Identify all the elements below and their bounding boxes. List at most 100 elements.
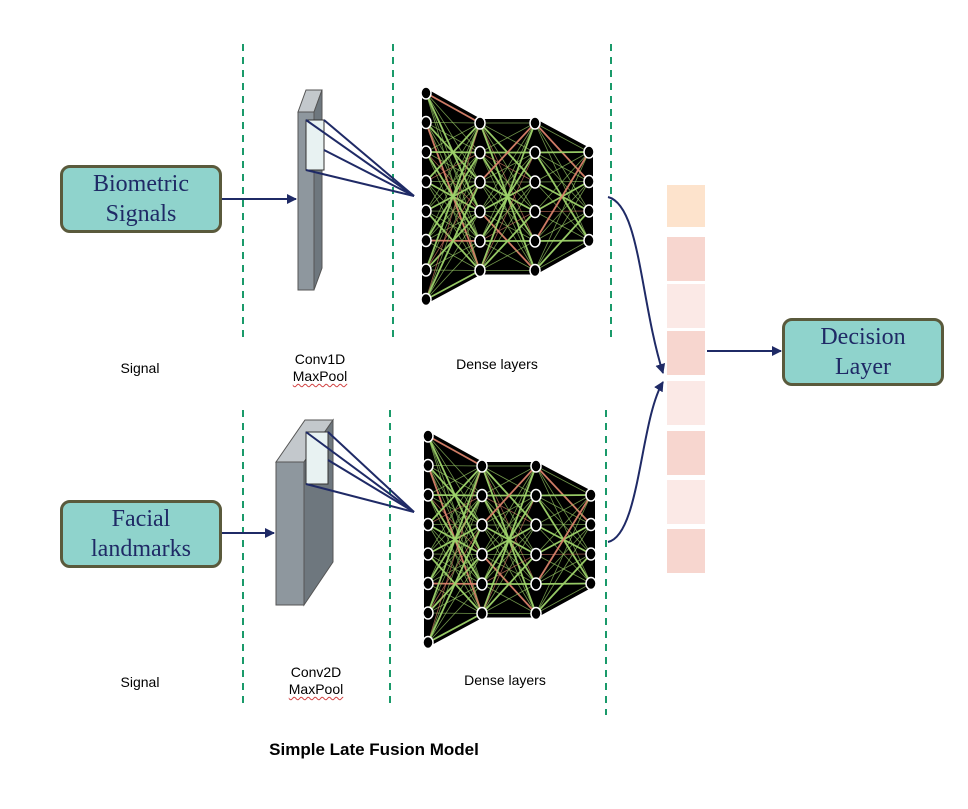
nn-top-node — [529, 263, 541, 278]
nn-top-node — [420, 292, 432, 307]
nn-bottom-node — [476, 577, 488, 591]
nn-top-node — [474, 263, 486, 278]
nn-bottom-node — [530, 577, 542, 591]
caption-top-conv-line1: Conv1D — [294, 351, 346, 367]
nn-top-edge — [425, 122, 481, 271]
kernel-projections — [305, 119, 415, 513]
nn-bottom-edge — [535, 494, 592, 555]
nn-bottom-edge — [481, 524, 537, 614]
nn-top-edge — [534, 151, 590, 183]
nn-bottom-node — [422, 606, 434, 620]
nn-top-edge — [479, 122, 536, 212]
nn-top-node — [474, 234, 486, 248]
nn-top-node — [420, 145, 432, 159]
arrow-bottom-to-fusion — [607, 381, 664, 543]
conv1d-kernel — [305, 119, 325, 171]
nn-bottom-edge — [535, 465, 592, 496]
nn-bottom-node — [422, 458, 434, 473]
caption-bottom-signal: Signal — [120, 674, 160, 690]
nn-bottom-edge — [427, 554, 483, 643]
nn-bottom-edge — [481, 465, 537, 496]
biometric-line1: Biometric — [93, 171, 189, 197]
nn-top-node — [420, 174, 432, 189]
nn-top-edge — [479, 181, 536, 271]
biometric-line2: Signals — [105, 201, 177, 227]
nn-top-edge — [534, 181, 590, 271]
nn-bottom-edge — [481, 583, 537, 614]
arrows — [222, 194, 782, 543]
arrow-top-to-fusion — [607, 196, 666, 374]
nn-top-node — [420, 233, 432, 248]
nn-bottom-edge — [427, 465, 483, 614]
nn-top-edge — [479, 122, 536, 271]
nn-top-edge — [425, 181, 481, 300]
nn-bottom-node — [530, 547, 542, 562]
nn-bottom-edge — [481, 553, 537, 615]
fusion-cell — [665, 282, 707, 330]
caption-bottom-conv-line2: MaxPool — [288, 681, 344, 697]
nn-top-edge — [534, 151, 590, 242]
nn-top-edge — [534, 151, 590, 271]
nn-bottom-node — [422, 576, 434, 591]
nn-bottom-node — [585, 488, 597, 502]
caption-bottom-conv: Conv2D MaxPool — [266, 664, 366, 698]
nn-bottom-edge — [535, 494, 592, 526]
nn-bottom-node — [476, 606, 488, 621]
decision-line1: Decision — [820, 324, 906, 350]
nn-bottom-node — [422, 517, 434, 532]
fusion-cell — [665, 429, 707, 477]
fusion-cell — [665, 527, 707, 575]
nn-top-node — [420, 204, 432, 218]
nn-top-edge — [425, 122, 481, 300]
nn-bottom-edge — [535, 583, 592, 614]
nn-top-node — [474, 145, 486, 160]
nn-bottom-edge — [427, 524, 483, 643]
facial-landmarks-box: Facial landmarks — [60, 500, 222, 568]
caption-top-conv: Conv1D MaxPool — [270, 351, 370, 385]
nn-top-node — [474, 204, 486, 219]
nn-top-edge — [534, 151, 590, 212]
caption-top-conv-line2: MaxPool — [292, 368, 348, 384]
nn-top-edge — [425, 92, 481, 124]
nn-bottom-edge — [427, 583, 483, 643]
caption-top-signal: Signal — [120, 360, 160, 376]
fusion-cell — [665, 379, 707, 427]
nn-bottom-node — [585, 576, 597, 591]
facial-line2: landmarks — [91, 536, 191, 562]
nn-bottom-edge — [427, 435, 483, 467]
nn-bottom-edge — [481, 495, 537, 614]
nn-top-node — [583, 204, 595, 218]
nn-top-edge — [425, 122, 481, 212]
nn-top-edge — [534, 122, 590, 153]
diagram-title: Simple Late Fusion Model — [269, 740, 479, 759]
nn-top-edge — [534, 210, 590, 272]
nn-top-edge — [534, 240, 590, 271]
facial-line1: Facial — [111, 506, 171, 532]
nn-top-edge — [479, 122, 536, 242]
nn-bottom-edge — [481, 465, 537, 585]
nn-bottom-edge — [481, 465, 537, 555]
nn-top-edge — [479, 240, 536, 271]
nn-bottom-node — [476, 488, 488, 503]
nn-bottom-node — [585, 547, 597, 561]
nn-top-node — [529, 116, 541, 130]
nn-bottom-node — [530, 488, 542, 503]
nn-top-edge — [425, 211, 481, 300]
nn-bottom-node — [422, 635, 434, 650]
caption-top-dense: Dense layers — [456, 356, 538, 372]
nn-top-node — [529, 204, 541, 219]
nn-top-edge — [479, 210, 536, 272]
conv2d-block — [275, 418, 334, 607]
nn-bottom-edge — [427, 465, 483, 526]
nn-top-node — [583, 233, 595, 248]
nn-bottom-edge — [535, 494, 592, 614]
nn-top-edge — [534, 151, 590, 154]
nn-bottom-node — [585, 517, 597, 532]
dense-network-top — [420, 86, 595, 307]
nn-top-edge — [425, 152, 481, 300]
nn-bottom-edge — [535, 494, 592, 497]
nn-top-edge — [425, 122, 481, 241]
nn-top-edge — [479, 152, 536, 271]
